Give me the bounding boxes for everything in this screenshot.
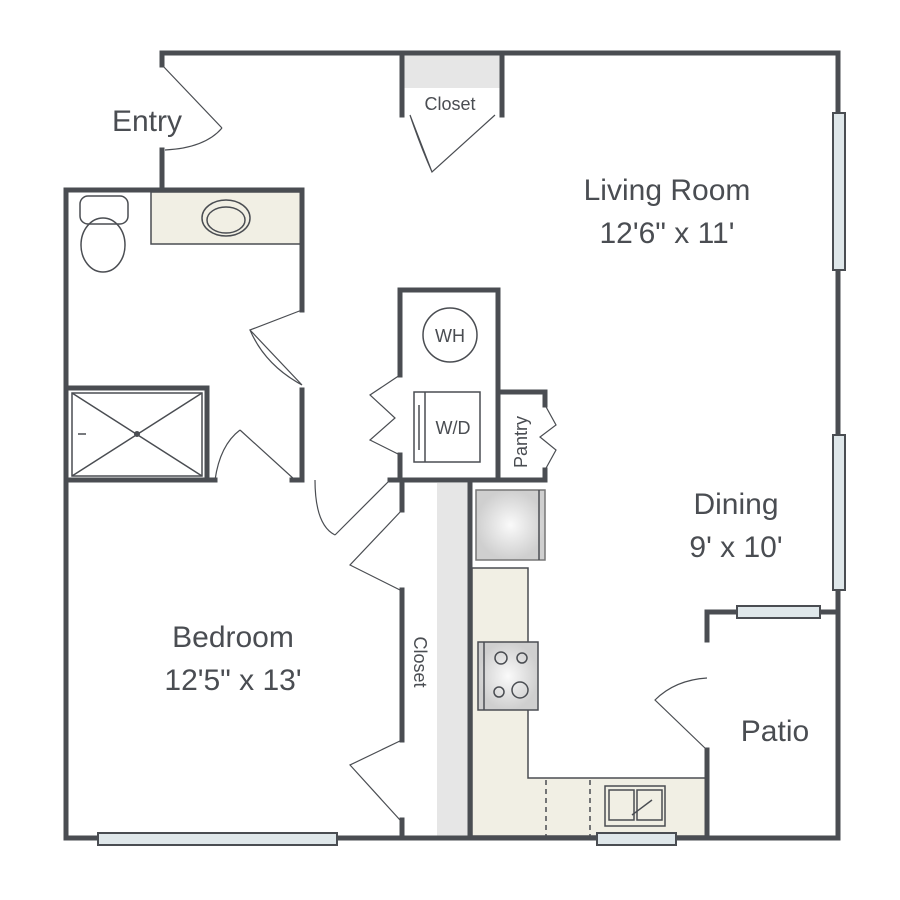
window-kitchen xyxy=(596,832,677,846)
pantry-label: Pantry xyxy=(511,416,531,468)
dining-size: 9' x 10' xyxy=(689,531,782,564)
entry-label: Entry xyxy=(112,105,182,138)
washer-dryer-icon: W/D xyxy=(413,391,481,463)
dining-label: Dining xyxy=(693,488,778,521)
bedroom-size: 12'5" x 13' xyxy=(164,664,301,697)
window-bedroom xyxy=(97,832,338,846)
patio-door xyxy=(654,677,708,751)
water-heater-label: WH xyxy=(435,326,465,346)
top-closet-shelf xyxy=(402,53,502,88)
shower-door xyxy=(214,429,296,481)
pantry-door xyxy=(539,404,557,471)
bedroom-label: Bedroom xyxy=(172,621,294,654)
water-heater-icon: WH xyxy=(422,307,478,363)
bath-door xyxy=(248,309,303,386)
bedroom-closet-shelf xyxy=(437,483,470,838)
window-living xyxy=(832,112,846,271)
sink-icon xyxy=(201,199,251,237)
closet-label: Closet xyxy=(424,94,475,114)
doors xyxy=(161,64,708,821)
window-patio xyxy=(736,605,821,619)
window-dining xyxy=(832,434,846,591)
bedroom-door xyxy=(314,479,391,536)
living-room-label: Living Room xyxy=(584,174,751,207)
entry-door xyxy=(161,64,223,151)
dishwasher-outline xyxy=(545,780,591,836)
shower-icon xyxy=(71,392,203,477)
bed-closet-door-2 xyxy=(349,739,403,821)
toilet-icon xyxy=(79,195,129,273)
laundry-door xyxy=(368,374,401,456)
bedroom-closet-label: Closet xyxy=(410,636,430,687)
kitchen-sink-icon xyxy=(604,785,666,827)
bed-closet-door-1 xyxy=(349,509,403,591)
patio-label: Patio xyxy=(741,715,809,748)
closet-door xyxy=(409,114,496,174)
stove-icon xyxy=(477,641,539,711)
washer-dryer-label: W/D xyxy=(436,418,471,438)
refrigerator-icon xyxy=(475,489,546,561)
living-room-size: 12'6" x 11' xyxy=(600,217,735,250)
